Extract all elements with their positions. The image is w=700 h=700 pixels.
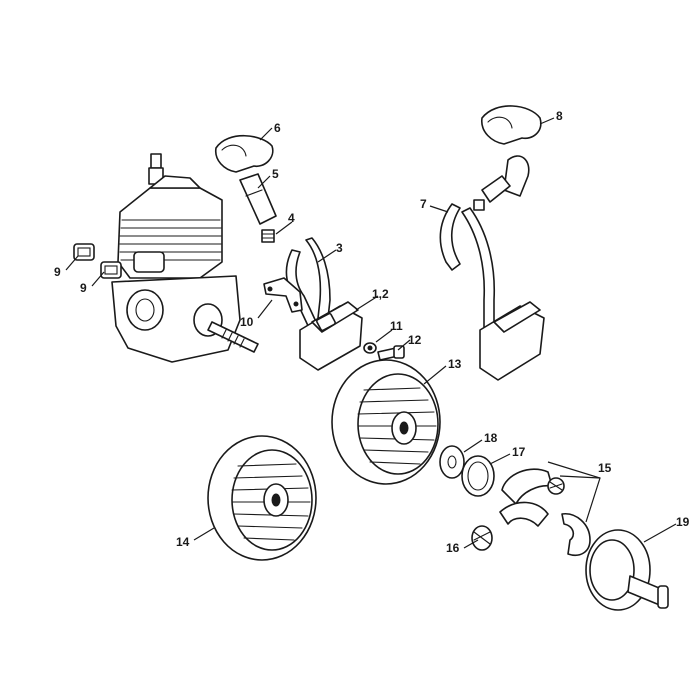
part-18-washer: [439, 445, 465, 479]
callout-16: 16: [446, 541, 460, 555]
callout-1-2: 1,2: [372, 287, 389, 301]
callout-9-upper: 9: [54, 265, 61, 279]
callout-7: 7: [420, 197, 427, 211]
callout-15: 15: [598, 461, 612, 475]
part-11-washer: [363, 342, 377, 354]
part-12-screw: [377, 345, 405, 361]
callout-14: 14: [176, 535, 190, 549]
plug-9-lower: [100, 261, 122, 279]
part-13-flywheel: [331, 359, 441, 485]
part-19-clutch-drum: [585, 529, 669, 611]
part-17-washer: [461, 455, 495, 497]
callout-5: 5: [272, 167, 279, 181]
part-14-flywheel: [207, 435, 317, 561]
callout-17: 17: [512, 445, 526, 459]
callout-4: 4: [288, 211, 295, 225]
part-15-clutch: [499, 468, 591, 556]
callout-8: 8: [556, 109, 563, 123]
callout-3: 3: [336, 241, 343, 255]
callouts: 6 5 4 3 1,2 10 11 12 9 9 8 7 13 14 18 17…: [54, 109, 690, 555]
part-10-bracket: [263, 277, 303, 313]
part-8-cap: [481, 105, 542, 145]
callout-12: 12: [408, 333, 422, 347]
callout-18: 18: [484, 431, 498, 445]
leader-lines: [65, 117, 677, 549]
part-7-lead-and-module: [439, 155, 545, 381]
callout-10: 10: [240, 315, 254, 329]
callout-13: 13: [448, 357, 462, 371]
callout-11: 11: [390, 319, 403, 333]
part-5-boot: [239, 173, 277, 225]
callout-9-lower: 9: [80, 281, 87, 295]
part-16-spring: [471, 525, 493, 551]
engine-cylinder-crankcase: [111, 153, 259, 363]
part-6-spark-plug-cap: [214, 135, 274, 173]
callout-19: 19: [676, 515, 690, 529]
callout-6: 6: [274, 121, 281, 135]
plug-9-upper: [73, 243, 95, 261]
part-1-2-ignition-module: [299, 301, 363, 371]
part-4-spring: [261, 229, 275, 243]
